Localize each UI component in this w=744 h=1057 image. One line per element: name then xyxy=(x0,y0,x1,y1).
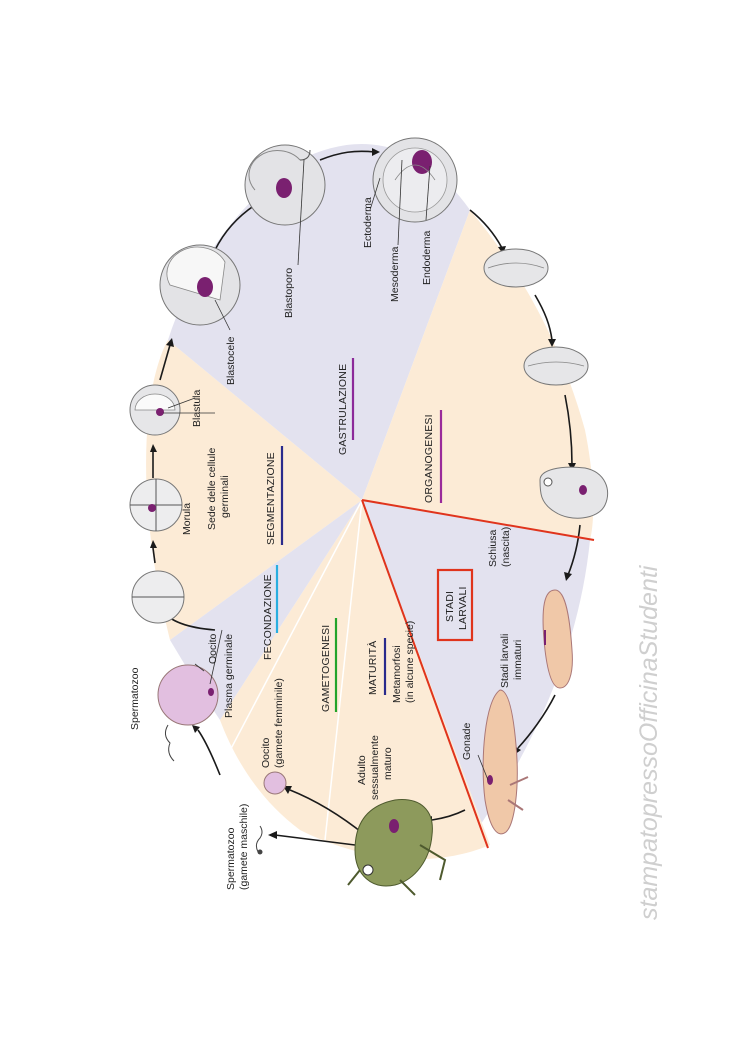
label-oocito-femminile: Oocito xyxy=(260,737,272,768)
phase-gastrulazione: GASTRULAZIONE xyxy=(337,364,349,455)
arrow-to-morula xyxy=(152,547,156,564)
arrow-to-tailbud xyxy=(564,394,573,466)
arrow-to-blastocele xyxy=(159,344,171,381)
sector-fecondazione xyxy=(170,500,362,720)
label-stadi-larvali-immaturi-2: immaturi xyxy=(512,640,524,680)
arrowhead-15 xyxy=(192,725,200,733)
phase-maturita: MATURITÀ xyxy=(366,641,379,696)
embryo-tailbud xyxy=(539,466,609,519)
tadpole-late xyxy=(482,689,529,835)
tadpole-early xyxy=(542,589,573,689)
arrow-to-blastoporo xyxy=(214,204,256,251)
watermark: stampatopressoOfficinaStudenti xyxy=(635,564,663,920)
label-plasma-germinale: Plasma germinale xyxy=(223,634,235,718)
phase-stadi: STADI xyxy=(444,591,456,622)
label-endoderma: Endoderma xyxy=(421,231,433,285)
phase-fecondazione: FECONDAZIONE xyxy=(262,574,274,660)
label-metamorfosi: Metamorfosi xyxy=(391,645,403,703)
phase-bars xyxy=(275,358,443,712)
oocyte-large xyxy=(157,664,219,726)
sperm-on-oocyte xyxy=(164,724,175,762)
embryo-neurula-1 xyxy=(483,248,549,288)
arrow-to-tadpole xyxy=(567,524,581,576)
arrowhead-8 xyxy=(548,339,556,347)
sector-stadi-larvali xyxy=(362,500,590,845)
sperm-male-gamete xyxy=(255,825,263,855)
phase-organogenesi: ORGANOGENESI xyxy=(423,414,435,503)
sector-divider-1 xyxy=(224,499,363,761)
label-blastoporo: Blastoporo xyxy=(283,268,295,318)
adult-frog xyxy=(347,799,447,896)
label-gamete-maschile: (gamete maschile) xyxy=(238,804,250,890)
label-sede-1: Sede delle cellule xyxy=(206,448,218,530)
arrowhead-10 xyxy=(564,572,572,581)
text-labels: Spermatozoo Oocito Plasma germinale Ooci… xyxy=(129,197,524,890)
label-oocito: Oocito xyxy=(207,633,219,664)
phase-segmentazione: SEGMENTAZIONE xyxy=(265,452,277,545)
label-nascita: (nascita) xyxy=(500,527,512,567)
arrow-to-neurula-1 xyxy=(469,209,503,249)
embryo-gastrula-layers xyxy=(372,137,458,223)
label-schiusa: Schiusa xyxy=(487,529,499,567)
cycle-arrows xyxy=(152,150,581,846)
stadi-larvali-box xyxy=(436,568,474,642)
arrowhead-2 xyxy=(150,540,157,548)
label-spermatozoo-maschile: Spermatozoo xyxy=(225,827,237,890)
arrowhead-4 xyxy=(166,338,174,347)
embryo-blastoporo xyxy=(244,144,326,226)
label-in-alcune-specie: (in alcune specie) xyxy=(404,621,416,703)
label-gonade: Gonade xyxy=(461,722,473,760)
label-stadi-larvali-immaturi-1: Stadi larvali xyxy=(499,634,511,688)
arrow-to-larva xyxy=(517,694,556,749)
label-ectoderma: Ectoderma xyxy=(362,197,374,248)
sector-gastrulazione xyxy=(168,144,470,500)
label-gamete-femminile: (gamete femminile) xyxy=(273,678,285,768)
label-adulto: Adulto xyxy=(356,755,368,785)
embryo-blastocele xyxy=(159,244,241,326)
arrowhead-7 xyxy=(498,246,506,254)
embryo-zygote xyxy=(131,570,185,624)
red-lines xyxy=(361,499,595,849)
red-line-schiusa xyxy=(361,499,595,541)
label-morula: Morula xyxy=(181,503,193,535)
label-sede-2: germinali xyxy=(219,475,231,518)
arrow-to-adult xyxy=(431,809,466,821)
label-blastula: Blastula xyxy=(191,389,203,427)
phase-gametogenesi: GAMETOGENESI xyxy=(320,625,332,712)
sector-segmentazione xyxy=(146,340,362,640)
phase-labels: FECONDAZIONE SEGMENTAZIONE GASTRULAZIONE… xyxy=(262,364,469,712)
oocyte-female-gamete xyxy=(263,771,287,795)
arrow-sperm-to-oocyte xyxy=(197,729,221,776)
arrow-to-oocyte-fem xyxy=(289,789,366,836)
sector-gametogenesi xyxy=(220,500,490,860)
label-mesoderma: Mesoderma xyxy=(389,246,401,302)
sector-divider-2 xyxy=(324,499,363,841)
sector-backgrounds xyxy=(146,144,594,860)
embryo-blastula xyxy=(129,384,181,436)
arrow-adult-to-gametes xyxy=(274,834,356,846)
red-line-metamorfosi xyxy=(361,499,489,849)
leader-lines xyxy=(163,159,489,781)
embryo-morula xyxy=(129,478,183,532)
arrowhead-13 xyxy=(268,831,277,839)
label-spermatozoo-top: Spermatozoo xyxy=(129,667,141,730)
arrowhead-6 xyxy=(372,148,380,156)
arrow-to-ectoderma xyxy=(319,150,376,161)
embryo-neurula-2 xyxy=(523,346,589,386)
arrowhead-3 xyxy=(150,444,157,452)
label-blastocele: Blastocele xyxy=(225,336,237,385)
sector-organogenesi xyxy=(362,210,594,540)
label-sessualmente: sessualmente xyxy=(369,735,381,800)
label-maturo: maturo xyxy=(382,747,394,780)
phase-larvali: LARVALI xyxy=(457,586,469,630)
arrow-to-neurula-2 xyxy=(534,294,553,341)
